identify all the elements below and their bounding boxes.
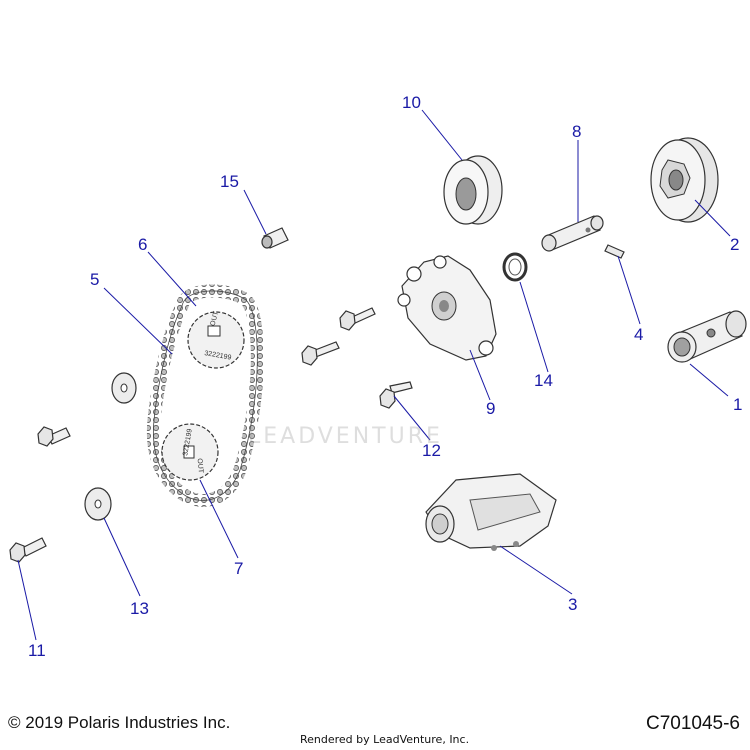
part-12-bolts[interactable] xyxy=(301,307,413,409)
part-10-bushing[interactable] xyxy=(443,155,503,225)
callouts: 10 8 2 4 14 9 1 15 6 5 12 7 13 11 3 xyxy=(28,93,742,660)
callout-7: 7 xyxy=(234,559,243,578)
part-9-pump-housing[interactable] xyxy=(397,255,497,361)
part-7-sprocket[interactable]: 3222199 OUT xyxy=(161,423,219,481)
sprocket-bottom-code-text: 3222199 xyxy=(182,428,194,456)
callout-2: 2 xyxy=(730,235,739,254)
callout-3: 3 xyxy=(568,595,577,614)
callout-9: 9 xyxy=(486,399,495,418)
part-6-sprocket[interactable]: OUT 3222199 xyxy=(187,310,245,369)
part-3-pickup[interactable] xyxy=(425,473,557,551)
rendered-by-text: Rendered by LeadVenture, Inc. xyxy=(300,733,470,746)
callout-11: 11 xyxy=(28,641,46,660)
callout-4: 4 xyxy=(634,325,643,344)
part-1-sleeve[interactable] xyxy=(667,310,747,363)
copyright-text: © 2019 Polaris Industries Inc. xyxy=(8,713,231,732)
drawing-id: C701045-6 xyxy=(645,713,740,734)
callout-10: 10 xyxy=(402,93,421,112)
callout-8: 8 xyxy=(572,122,581,141)
part-13-washers[interactable] xyxy=(84,372,137,521)
leadventure-watermark: LEADVENTURE xyxy=(248,424,443,449)
part-11-bolts[interactable] xyxy=(9,426,71,563)
leader-lines xyxy=(17,109,731,641)
sprocket-top-out-text: OUT xyxy=(210,310,221,327)
part-5-chain[interactable] xyxy=(146,284,264,507)
part-2-rotor[interactable] xyxy=(650,137,719,223)
callout-5: 5 xyxy=(90,270,99,289)
callout-13: 13 xyxy=(130,599,149,618)
callout-6: 6 xyxy=(138,235,147,254)
callout-12: 12 xyxy=(422,441,441,460)
sprocket-top-code-text: 3222199 xyxy=(204,350,232,362)
part-14-o-ring[interactable] xyxy=(502,252,528,282)
callout-15: 15 xyxy=(220,172,239,191)
part-15-dowel[interactable] xyxy=(261,227,289,249)
callout-14: 14 xyxy=(534,371,553,390)
part-8-shaft[interactable] xyxy=(541,215,604,252)
part-4-pin[interactable] xyxy=(604,244,625,259)
sprocket-bottom-out-text: OUT xyxy=(196,458,204,474)
callout-1: 1 xyxy=(733,395,742,414)
